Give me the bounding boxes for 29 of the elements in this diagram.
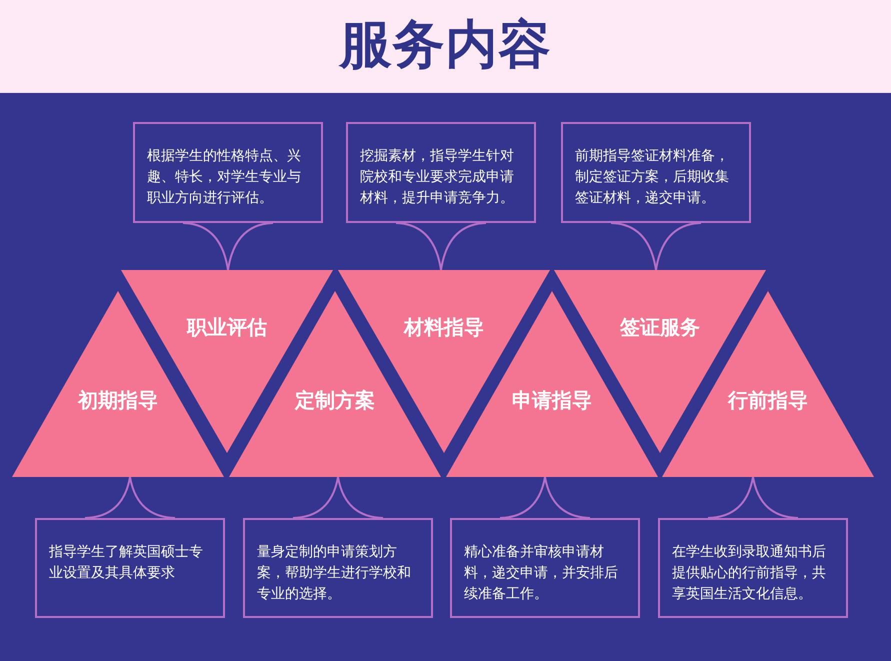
callout-text: 前期指导签证材料准备，制定签证方案，后期收集签证材料，递交申请。 xyxy=(575,147,730,208)
callout-pointer xyxy=(182,222,274,271)
callout-pointer xyxy=(499,476,591,519)
callout-box xyxy=(450,518,640,618)
callout-box xyxy=(243,518,433,618)
callout-pointer xyxy=(610,222,702,271)
callout-text: 在学生收到录取通知书后提供贴心的行前指导，共享英国生活文化信息。 xyxy=(672,543,827,604)
callout-box xyxy=(35,518,225,618)
callout-text: 量身定制的申请策划方案，帮助学生进行学校和专业的选择。 xyxy=(257,543,412,604)
callout-box xyxy=(561,122,751,223)
callout-pointer xyxy=(84,476,176,519)
callout-text: 指导学生了解英国硕士专业设置及其具体要求 xyxy=(49,543,204,583)
step-label: 定制方案 xyxy=(295,388,375,412)
callout-pointer xyxy=(395,222,487,271)
step-label: 材料指导 xyxy=(404,315,484,339)
callout-box xyxy=(658,518,848,618)
callout-text: 挖掘素材，指导学生针对院校和专业要求完成申请材料，提升申请竞争力。 xyxy=(360,147,515,208)
step-label: 职业评估 xyxy=(187,315,267,339)
title: 服务内容 xyxy=(340,16,552,76)
callout-pointer xyxy=(707,476,799,519)
step-label: 申请指导 xyxy=(512,388,592,412)
callout-text: 精心准备并审核申请材料，递交申请，并安排后续准备工作。 xyxy=(464,543,619,604)
callout-box xyxy=(133,122,323,223)
step-label: 签证服务 xyxy=(620,315,700,339)
callout-box xyxy=(346,122,536,223)
step-label: 行前指导 xyxy=(728,388,808,412)
step-label: 初期指导 xyxy=(78,388,158,412)
callout-pointer xyxy=(292,476,384,519)
callout-text: 根据学生的性格特点、兴趣、特长，对学生专业与职业方向进行评估。 xyxy=(147,147,302,208)
